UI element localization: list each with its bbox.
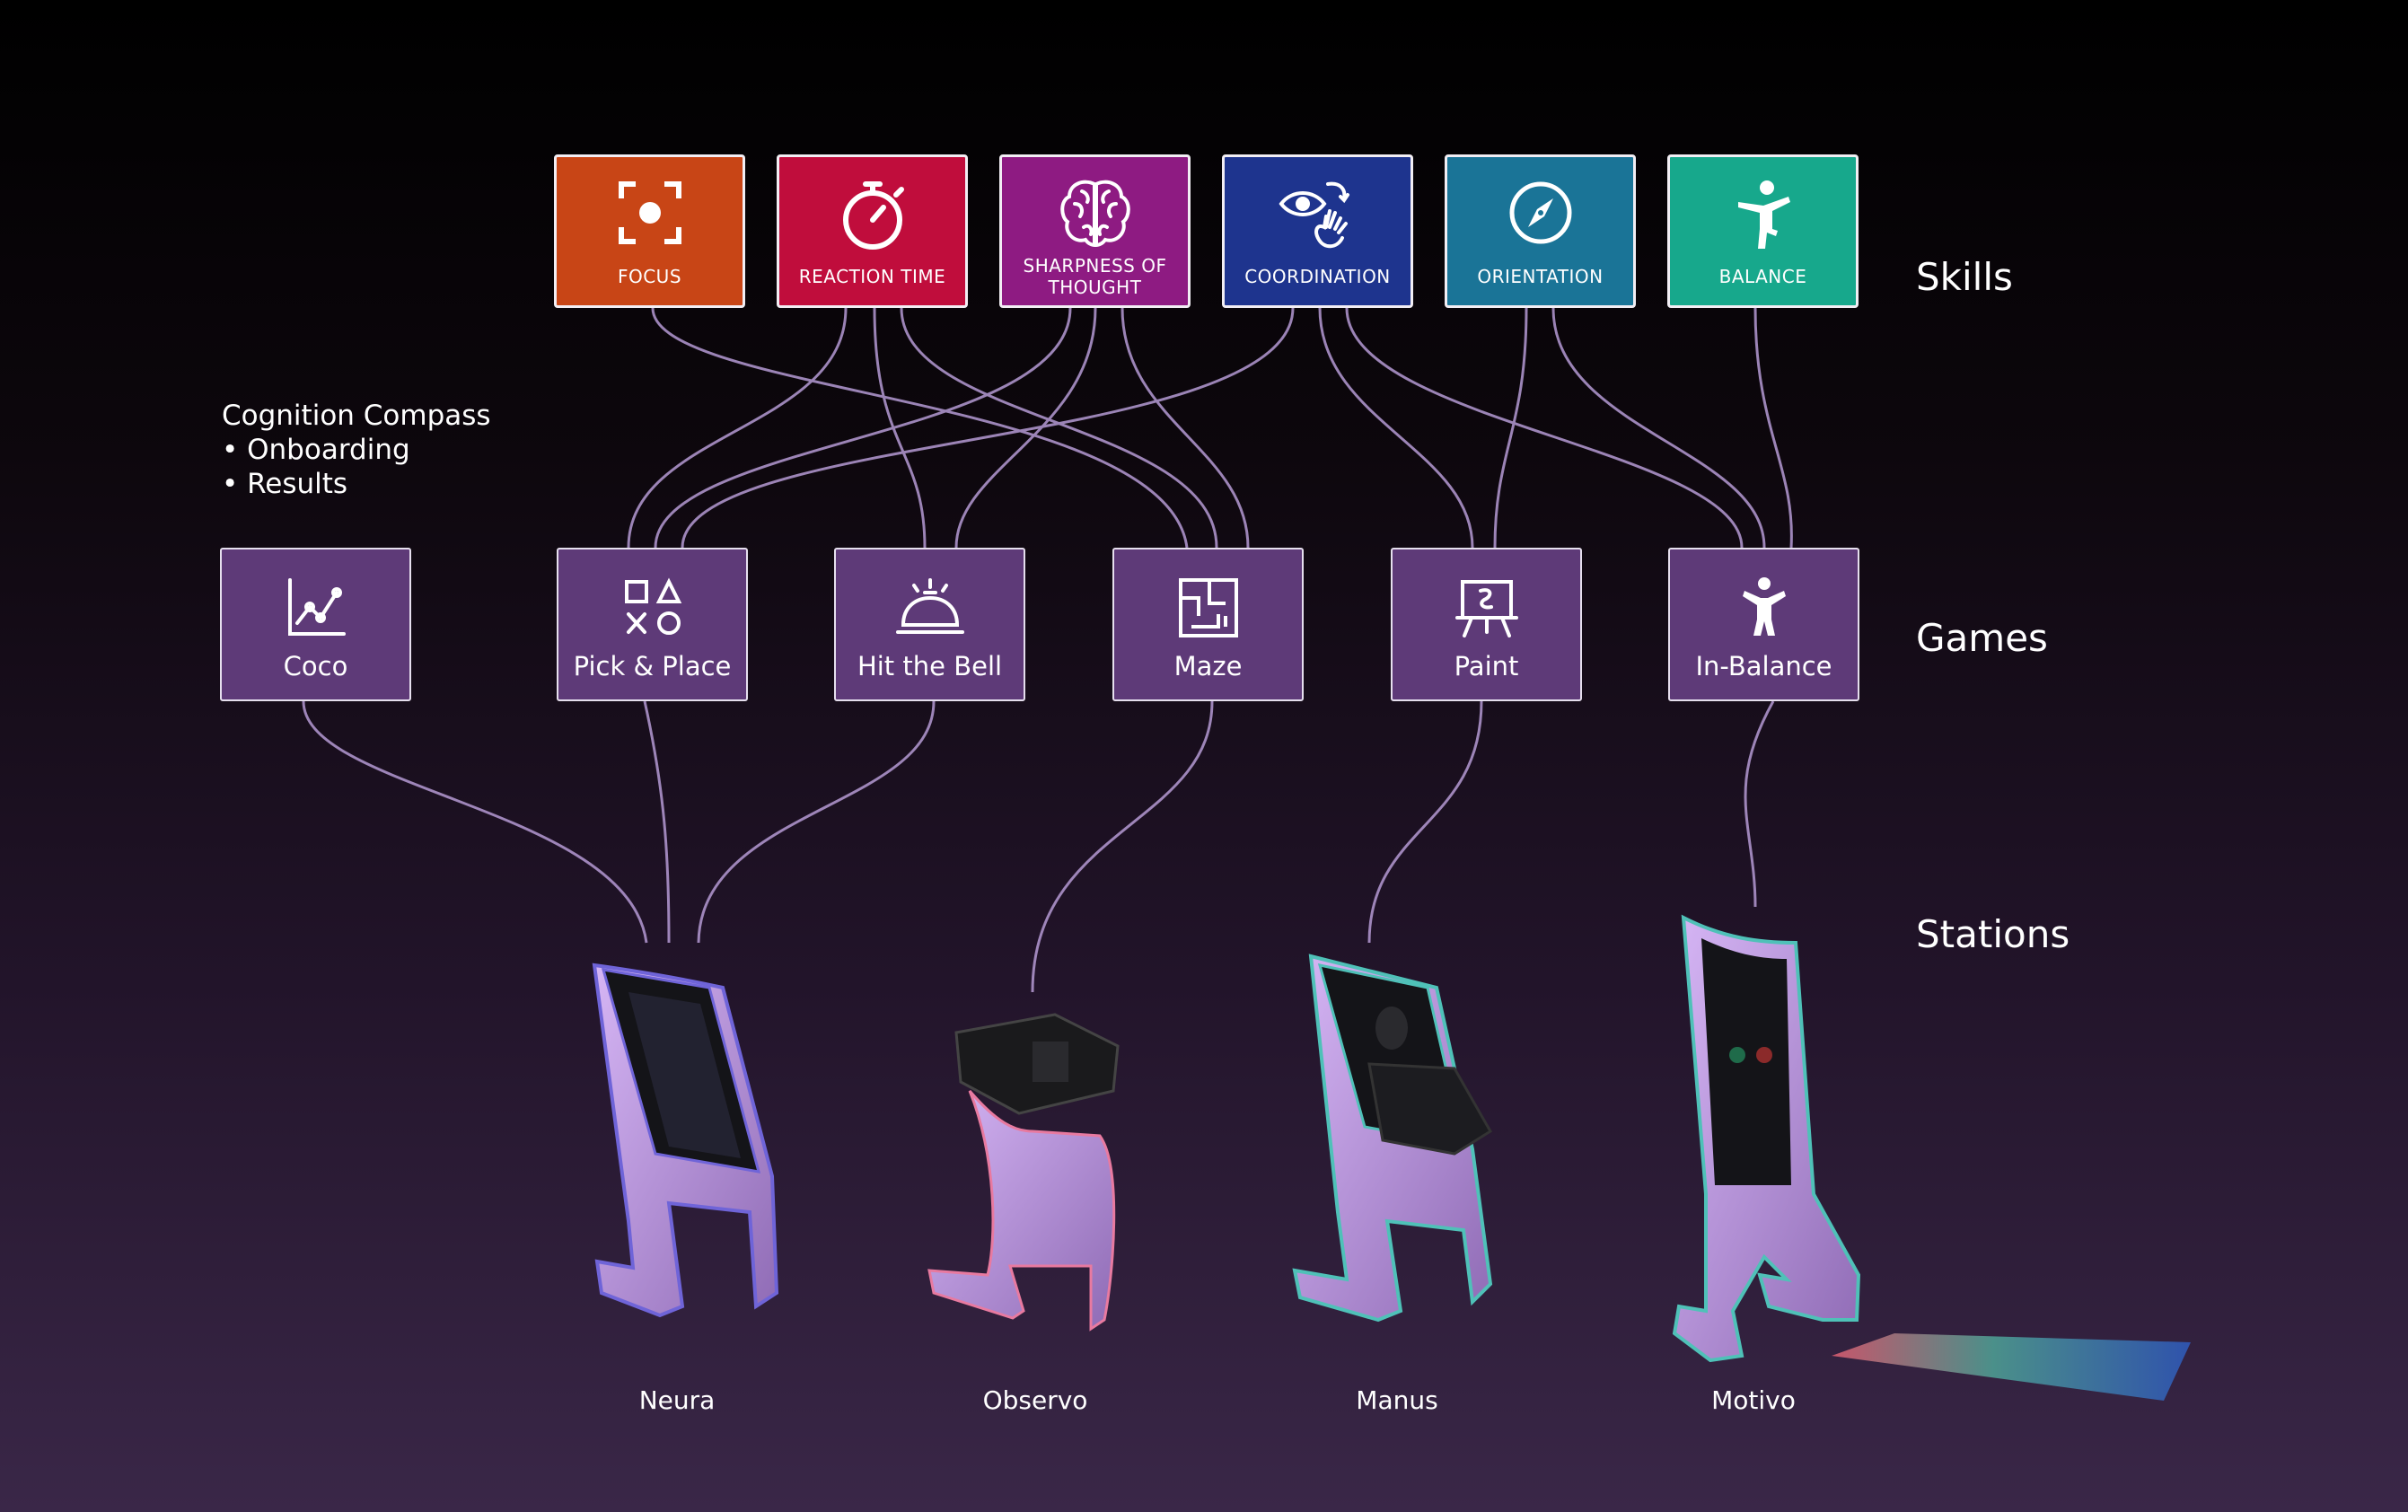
skill-label: BALANCE [1718,266,1807,287]
balance-pose-icon [1737,180,1790,249]
game-coco: Coco [220,548,411,701]
kiosk-headset-icon [927,1013,1120,1332]
focus-target-icon [618,181,681,244]
person-icon [1742,577,1786,636]
game-in-balance: In-Balance [1668,548,1859,701]
game-hit-the-bell: Hit the Bell [834,548,1025,701]
skill-coordination: COORDINATION [1222,154,1413,308]
cognition-compass-title: Cognition Compass [222,400,491,432]
link-coordination-inbalance [1345,307,1744,549]
station-label-observo: Observo [982,1385,1088,1415]
kiosk-screen-icon [592,963,779,1318]
skill-label: REACTION TIME [798,266,946,287]
skill-reaction-time: REACTION TIME [777,154,968,308]
link-hitbell-neura [697,700,936,944]
skill-label: ORIENTATION [1477,266,1604,287]
skill-label: FOCUS [617,266,682,287]
link-balance-inbalance [1753,307,1793,549]
link-coordination-pickplace [681,307,1295,549]
row-label-skills: Skills [1916,255,2013,299]
row-label-games: Games [1916,616,2048,660]
link-reaction-hitbell [873,307,927,549]
skill-orientation: ORIENTATION [1445,154,1636,308]
station-label-manus: Manus [1356,1385,1438,1415]
link-sharpness-maze [1121,307,1250,549]
line-chart-icon [287,578,346,636]
link-inbalance-motivo [1744,700,1775,908]
link-reaction-pickplace [627,307,848,549]
link-pickplace-neura [643,700,671,944]
maze-icon [1178,578,1238,637]
shapes-icon [624,577,681,635]
link-sharpness-hitbell [954,307,1097,549]
game-label: In-Balance [1695,651,1832,681]
cognition-item-results: • Results [222,468,348,500]
game-label: Maze [1173,651,1243,681]
game-label: Hit the Bell [857,651,1003,681]
brain-icon [1059,180,1130,248]
eye-hand-icon [1278,181,1349,249]
kiosk-hand-device-icon [1292,954,1493,1323]
station-label-neura: Neura [638,1385,716,1415]
game-paint: Paint [1391,548,1582,701]
link-maze-observo [1031,700,1214,993]
easel-icon [1454,580,1518,637]
link-coco-neura [302,700,648,944]
game-label: Coco [283,651,348,681]
game-maze: Maze [1112,548,1304,701]
cognition-item-onboarding: • Onboarding [222,434,410,466]
link-sharpness-pickplace [654,307,1072,549]
skill-focus: FOCUS [554,154,745,308]
cognition-compass-note: Cognition Compass • Onboarding • Results [222,399,491,501]
game-label: Pick & Place [573,651,732,681]
skill-balance: BALANCE [1667,154,1859,308]
link-orientation-paint [1493,307,1528,549]
game-label: Paint [1454,651,1519,681]
station-label-motivo: Motivo [1711,1385,1796,1415]
link-coordination-paint [1318,307,1474,549]
skill-label: COORDINATION [1244,266,1391,287]
service-bell-icon [895,578,964,634]
compass-icon [1509,181,1571,244]
stopwatch-icon [842,181,904,250]
link-focus-maze [651,307,1189,549]
game-pick-and-place: Pick & Place [557,548,748,701]
row-label-stations: Stations [1916,912,2070,956]
kiosk-floor-mat-icon [1672,914,2191,1401]
skill-label: SHARPNESS OF THOUGHT [1023,255,1167,298]
skill-sharpness-of-thought: SHARPNESS OF THOUGHT [999,154,1191,308]
link-orientation-inbalance [1551,307,1766,549]
link-paint-manus [1367,700,1483,944]
